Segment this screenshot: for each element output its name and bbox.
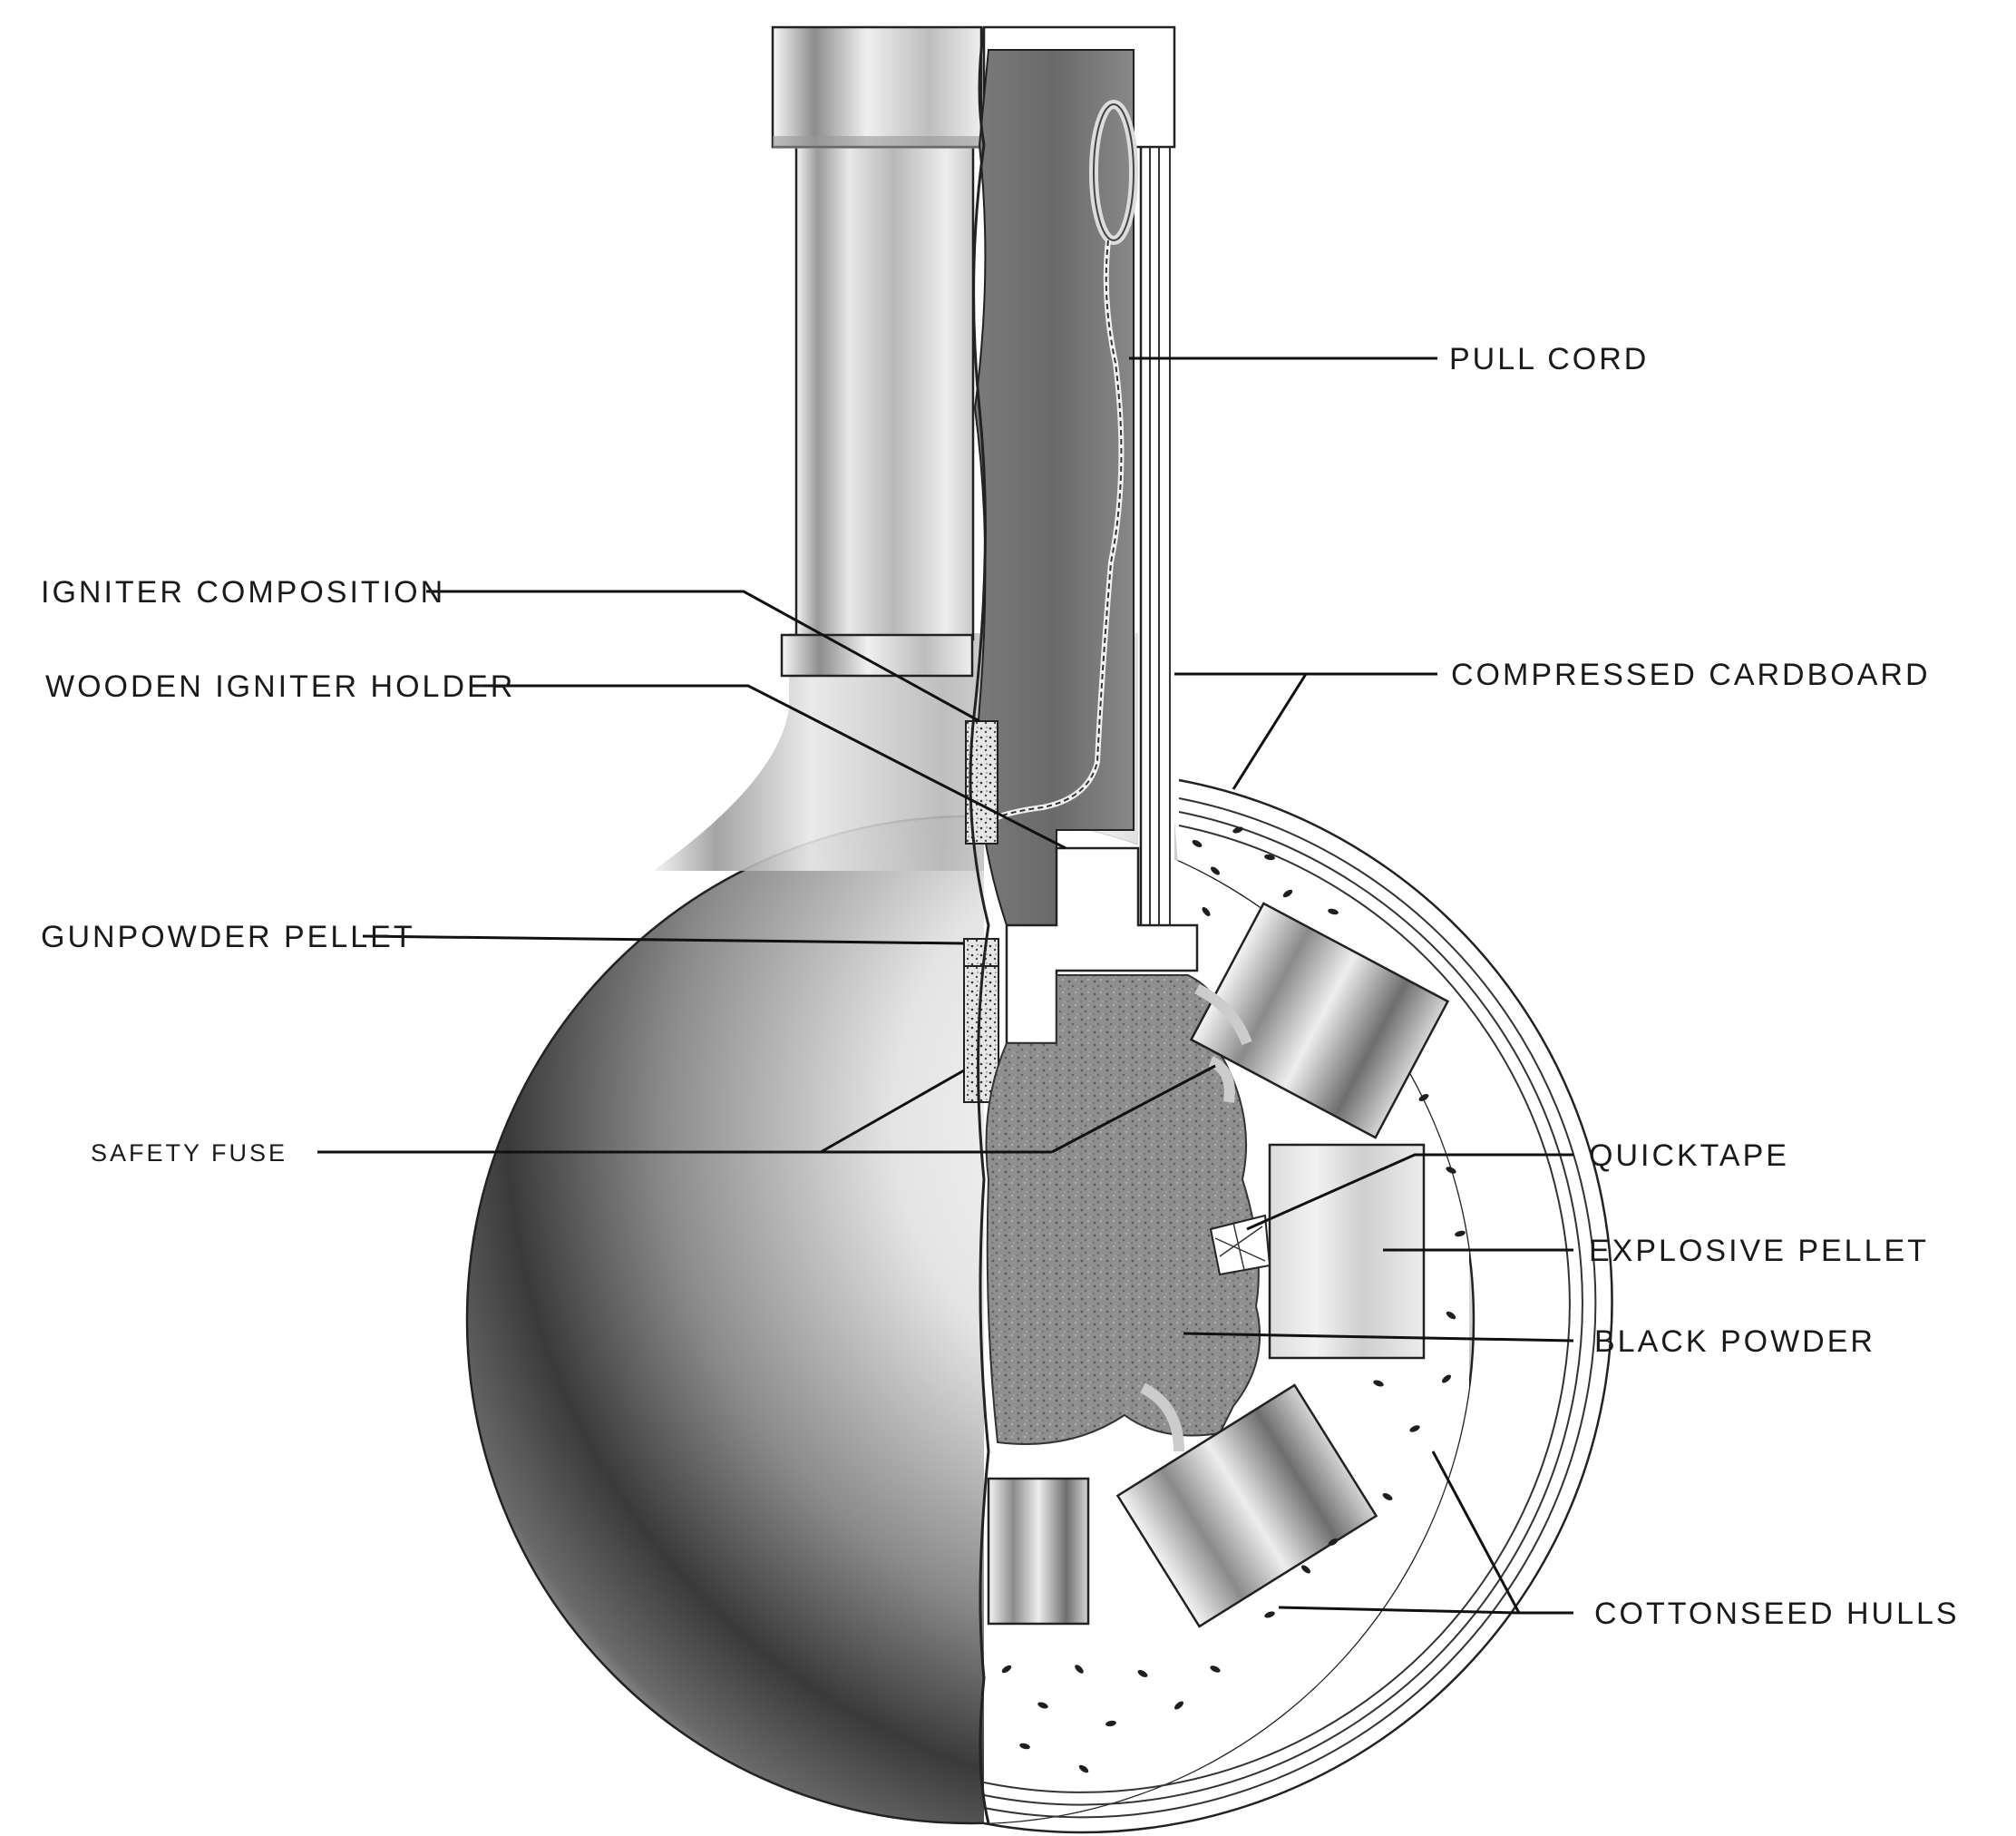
leader-cottonseed-hulls-b: [1278, 1606, 1520, 1615]
label-compressed-cardboard: COMPRESSED CARDBOARD: [1451, 658, 1931, 692]
black-powder: [985, 974, 1261, 1445]
leader-safety-fuse-b: [1051, 1064, 1216, 1154]
leader-safety-fuse-a: [820, 1069, 965, 1154]
labels: PULL CORD IGNITER COMPOSITION WOODEN IGN…: [41, 342, 1960, 1631]
label-wooden-igniter-holder: WOODEN IGNITER HOLDER: [45, 669, 515, 704]
quickmatch-tube-upper: [1194, 983, 1252, 1046]
explosive-pellet-upper: [1189, 902, 1450, 1139]
wooden-igniter-holder: [1005, 846, 1199, 1045]
label-explosive-pellet: EXPLOSIVE PELLET: [1589, 1234, 1929, 1268]
label-black-powder: BLACK POWDER: [1594, 1324, 1875, 1359]
cut-edge: [969, 26, 990, 1824]
quickmatch-tube-lower: [1140, 1382, 1184, 1452]
cardboard-shell-ring-1: [983, 778, 1613, 1834]
cottonseed-hulls: [1001, 826, 1466, 1773]
label-gunpowder-pellet: GUNPOWDER PELLET: [41, 920, 415, 954]
label-quicktape: QUICKTAPE: [1589, 1138, 1789, 1173]
cardboard-shell-ring-2: [983, 797, 1597, 1819]
leader-black-powder: [1183, 1332, 1574, 1343]
grenade-cap: [771, 25, 983, 149]
explosive-pellet-bottom: [987, 1477, 1090, 1626]
neck-tube-interior: [973, 49, 1135, 926]
gunpowder-pellet: [963, 938, 999, 967]
cardboard-shell-ring-4: [983, 825, 1571, 1793]
neck-cardboard-wall: [1138, 50, 1174, 921]
leader-compressed-cardboard-2: [1232, 673, 1308, 790]
grenade-neck: [794, 143, 975, 641]
leader-igniter-composition: [426, 590, 980, 723]
leader-wooden-igniter-holder: [472, 684, 1066, 850]
explosive-pellet-lower: [1115, 1383, 1378, 1628]
pull-cord: [987, 100, 1138, 824]
grenade-collar: [780, 633, 974, 678]
leader-gunpowder-pellet: [362, 934, 965, 945]
grenade-cutaway: [963, 25, 1613, 1834]
label-safety-fuse: SAFETY FUSE: [91, 1139, 287, 1167]
cardboard-shell-ring-3: [983, 811, 1584, 1806]
leader-lines: [317, 356, 1574, 1615]
leader-quicktape: [1246, 1153, 1573, 1231]
label-pull-cord: PULL CORD: [1449, 342, 1649, 376]
label-igniter-composition: IGNITER COMPOSITION: [41, 575, 445, 610]
label-cottonseed-hulls: COTTONSEED HULLS: [1594, 1597, 1960, 1631]
quicktape: [1209, 1214, 1271, 1276]
